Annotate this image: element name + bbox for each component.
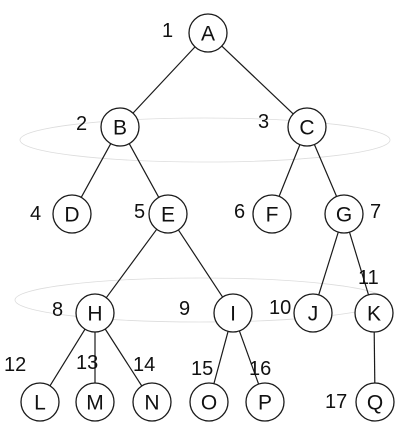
node-number-h: 8 bbox=[52, 299, 63, 321]
node-label-l: L bbox=[34, 392, 46, 415]
node-label-a: A bbox=[201, 23, 215, 46]
tree-node-d: D4 bbox=[30, 194, 92, 234]
node-label-i: I bbox=[230, 303, 236, 326]
node-number-g: 7 bbox=[370, 201, 381, 223]
node-number-o: 15 bbox=[191, 358, 213, 380]
tree-node-j: J 10 bbox=[269, 293, 333, 333]
edge-c-f bbox=[278, 144, 301, 197]
node-label-k: K bbox=[367, 303, 381, 326]
node-label-f: F bbox=[266, 204, 279, 227]
tree-node-c: C3 bbox=[258, 107, 327, 147]
edge-a-c bbox=[221, 45, 294, 115]
tree-node-a: A1 bbox=[162, 13, 228, 53]
edge-k-q bbox=[373, 331, 376, 384]
node-circle-b bbox=[100, 107, 140, 147]
node-circle-m bbox=[75, 382, 115, 422]
edge-g-k bbox=[348, 232, 370, 295]
node-circle-d bbox=[52, 194, 92, 234]
node-number-k: 11 bbox=[358, 267, 379, 289]
node-circle-k bbox=[354, 293, 394, 333]
node-label-e: E bbox=[161, 204, 175, 227]
node-label-j: J bbox=[308, 303, 319, 326]
edge-a-b bbox=[132, 46, 196, 114]
edge-b-d bbox=[80, 143, 112, 198]
edge-g-j bbox=[318, 231, 339, 296]
edge-b-e bbox=[128, 143, 160, 198]
edge-h-l bbox=[49, 328, 86, 387]
node-label-h: H bbox=[87, 303, 102, 326]
node-circle-p bbox=[245, 382, 285, 422]
tree-node-l: L 12 bbox=[4, 354, 60, 422]
node-number-f: 6 bbox=[234, 201, 245, 223]
node-circle-e bbox=[148, 194, 188, 234]
node-label-m: M bbox=[86, 392, 104, 415]
edge-h-n bbox=[104, 328, 143, 387]
node-circle-q bbox=[355, 382, 395, 422]
edge-e-i bbox=[177, 229, 224, 298]
node-circle-f bbox=[252, 194, 292, 234]
node-number-l: 12 bbox=[4, 354, 26, 376]
tree-node-p: P 16 bbox=[245, 358, 285, 422]
node-label-c: C bbox=[299, 117, 314, 140]
node-number-p: 16 bbox=[249, 358, 271, 380]
node-label-p: P bbox=[258, 392, 272, 415]
node-number-d: 4 bbox=[30, 203, 41, 225]
node-number-c: 3 bbox=[258, 111, 269, 133]
node-number-j: 10 bbox=[269, 297, 291, 319]
node-label-b: B bbox=[113, 117, 127, 140]
node-label-q: Q bbox=[367, 392, 383, 415]
node-circle-l bbox=[20, 382, 60, 422]
node-number-m: 13 bbox=[76, 352, 98, 374]
node-circle-o bbox=[189, 382, 229, 422]
node-circle-c bbox=[287, 107, 327, 147]
node-label-o: O bbox=[201, 392, 217, 415]
edge-i-p bbox=[238, 330, 260, 385]
edge-e-h bbox=[105, 228, 158, 299]
node-number-q: 17 bbox=[325, 391, 347, 413]
tree-node-k: K 11 bbox=[354, 267, 394, 333]
tree-node-m: M 13 bbox=[75, 352, 115, 422]
node-circle-h bbox=[75, 293, 115, 333]
tree-edges bbox=[49, 45, 376, 387]
tree-node-h: H8 bbox=[52, 293, 115, 333]
tree-node-q: Q 17 bbox=[325, 382, 395, 422]
tree-node-b: B2 bbox=[76, 107, 140, 147]
node-label-g: G bbox=[336, 204, 352, 227]
node-label-n: N bbox=[144, 392, 159, 415]
tree-node-n: N 14 bbox=[132, 354, 172, 422]
node-circle-n bbox=[132, 382, 172, 422]
tree-node-i: I9 bbox=[179, 293, 253, 333]
node-number-a: 1 bbox=[162, 20, 173, 42]
node-circle-j bbox=[293, 293, 333, 333]
node-number-e: 5 bbox=[134, 201, 145, 223]
node-circle-g bbox=[324, 194, 364, 234]
tree-node-f: F6 bbox=[234, 194, 292, 234]
node-circle-a bbox=[188, 13, 228, 53]
node-number-n: 14 bbox=[133, 354, 155, 376]
tree-node-e: E5 bbox=[134, 194, 188, 234]
node-number-i: 9 bbox=[179, 298, 190, 320]
node-label-d: D bbox=[64, 204, 79, 227]
edge-i-o bbox=[213, 331, 229, 384]
tree-node-o: O 15 bbox=[189, 358, 229, 422]
edge-c-g bbox=[313, 144, 338, 197]
node-number-b: 2 bbox=[76, 113, 87, 135]
node-circle-i bbox=[213, 293, 253, 333]
